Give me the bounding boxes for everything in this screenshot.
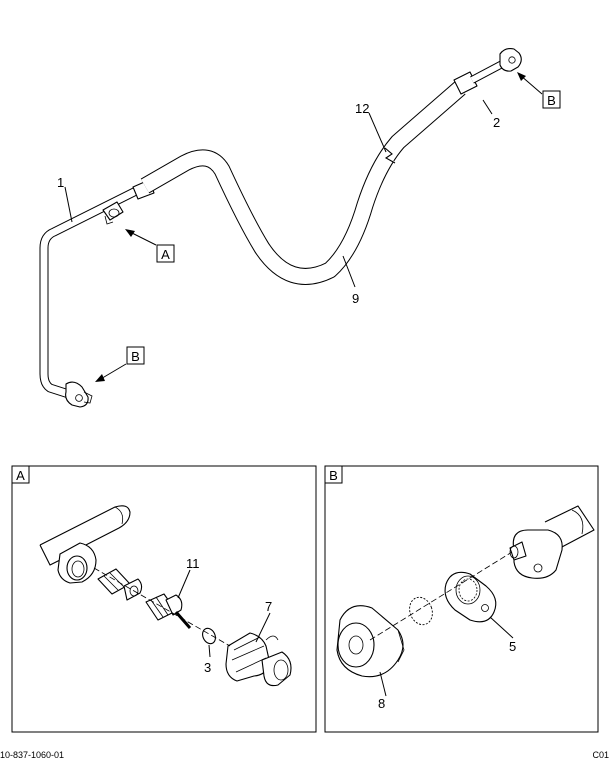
switch-port-fitting (102, 201, 124, 225)
figure-code: C01 (592, 750, 609, 760)
detail-b-tag: B (329, 468, 338, 483)
detail-view-b: B (324, 465, 599, 733)
hose-assembly (39, 48, 522, 408)
view-ref-b-label: B (547, 93, 556, 108)
view-ref-box-b-left: B (126, 346, 145, 365)
view-ref-b-label: B (131, 349, 140, 364)
callout-12: 12 (355, 101, 369, 116)
view-ref-box-a: A (156, 244, 175, 263)
view-ref-a-label: A (161, 247, 170, 262)
figure-id: 10-837-1060-01 (0, 750, 64, 760)
connector-7 (225, 632, 292, 687)
flange-fitting-left (65, 381, 93, 408)
hose-break-symbol (384, 147, 396, 164)
tube-flange-b (509, 505, 595, 579)
callout-11: 11 (186, 556, 200, 571)
tube-1 (39, 185, 141, 402)
callout-5: 5 (509, 639, 516, 654)
detail-a-tag: A (16, 468, 25, 483)
detail-view-a: A (11, 465, 317, 733)
callout-8: 8 (378, 696, 385, 711)
callout-1: 1 (57, 175, 64, 190)
pressure-switch-11 (145, 593, 192, 629)
hose-9 (140, 81, 466, 285)
gasket-5 (444, 571, 497, 623)
view-ref-arrows (95, 72, 543, 382)
callout-2: 2 (493, 115, 500, 130)
flange-fitting-right (499, 48, 522, 72)
callout-7: 7 (265, 599, 272, 614)
callout-9: 9 (352, 291, 359, 306)
callout-3: 3 (204, 660, 211, 675)
view-ref-box-b-right: B (542, 90, 561, 109)
cover-8 (336, 605, 405, 678)
tube-section-a (39, 505, 131, 584)
leader-lines-main (64, 99, 493, 288)
